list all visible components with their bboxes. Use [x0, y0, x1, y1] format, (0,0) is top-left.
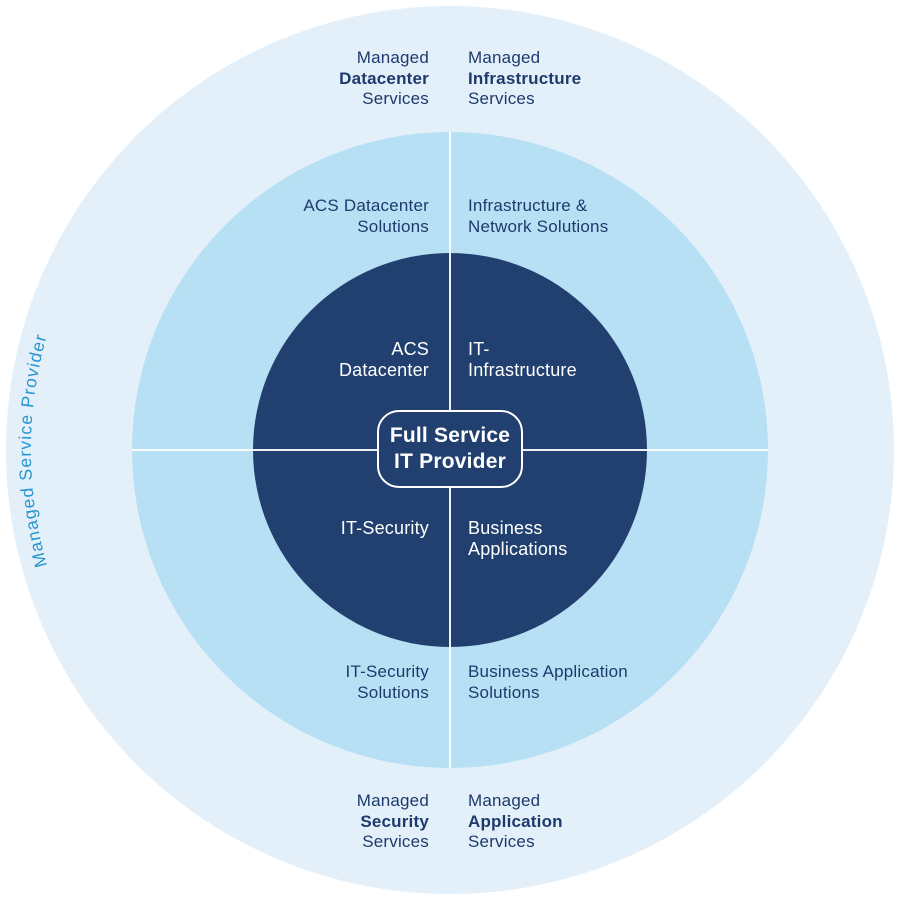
center-box-line1: Full Service	[389, 424, 511, 447]
label-it-security-solutions: IT-Security Solutions	[345, 662, 429, 702]
label-managed-security-services: Managed Security Services	[356, 791, 429, 851]
label-business-applications: Business Applications	[468, 518, 568, 559]
label-it-infrastructure: IT- Infrastructure	[468, 339, 577, 380]
full-service-it-provider-box: Full Service IT Provider	[377, 410, 523, 488]
label-business-application-solutions: Business Application Solutions	[468, 662, 628, 702]
label-acs-datacenter-solutions: ACS Datacenter Solutions	[303, 196, 429, 236]
label-managed-infrastructure-services: Managed Infrastructure Services	[468, 48, 582, 108]
label-infrastructure-network-solutions: Infrastructure & Network Solutions	[468, 196, 609, 236]
label-managed-application-services: Managed Application Services	[468, 791, 563, 851]
label-acs-datacenter: ACS Datacenter	[338, 339, 429, 380]
label-it-security: IT-Security	[340, 518, 429, 538]
center-box-line2: IT Provider	[394, 450, 506, 473]
label-managed-datacenter-services: Managed Datacenter Services	[339, 48, 429, 108]
